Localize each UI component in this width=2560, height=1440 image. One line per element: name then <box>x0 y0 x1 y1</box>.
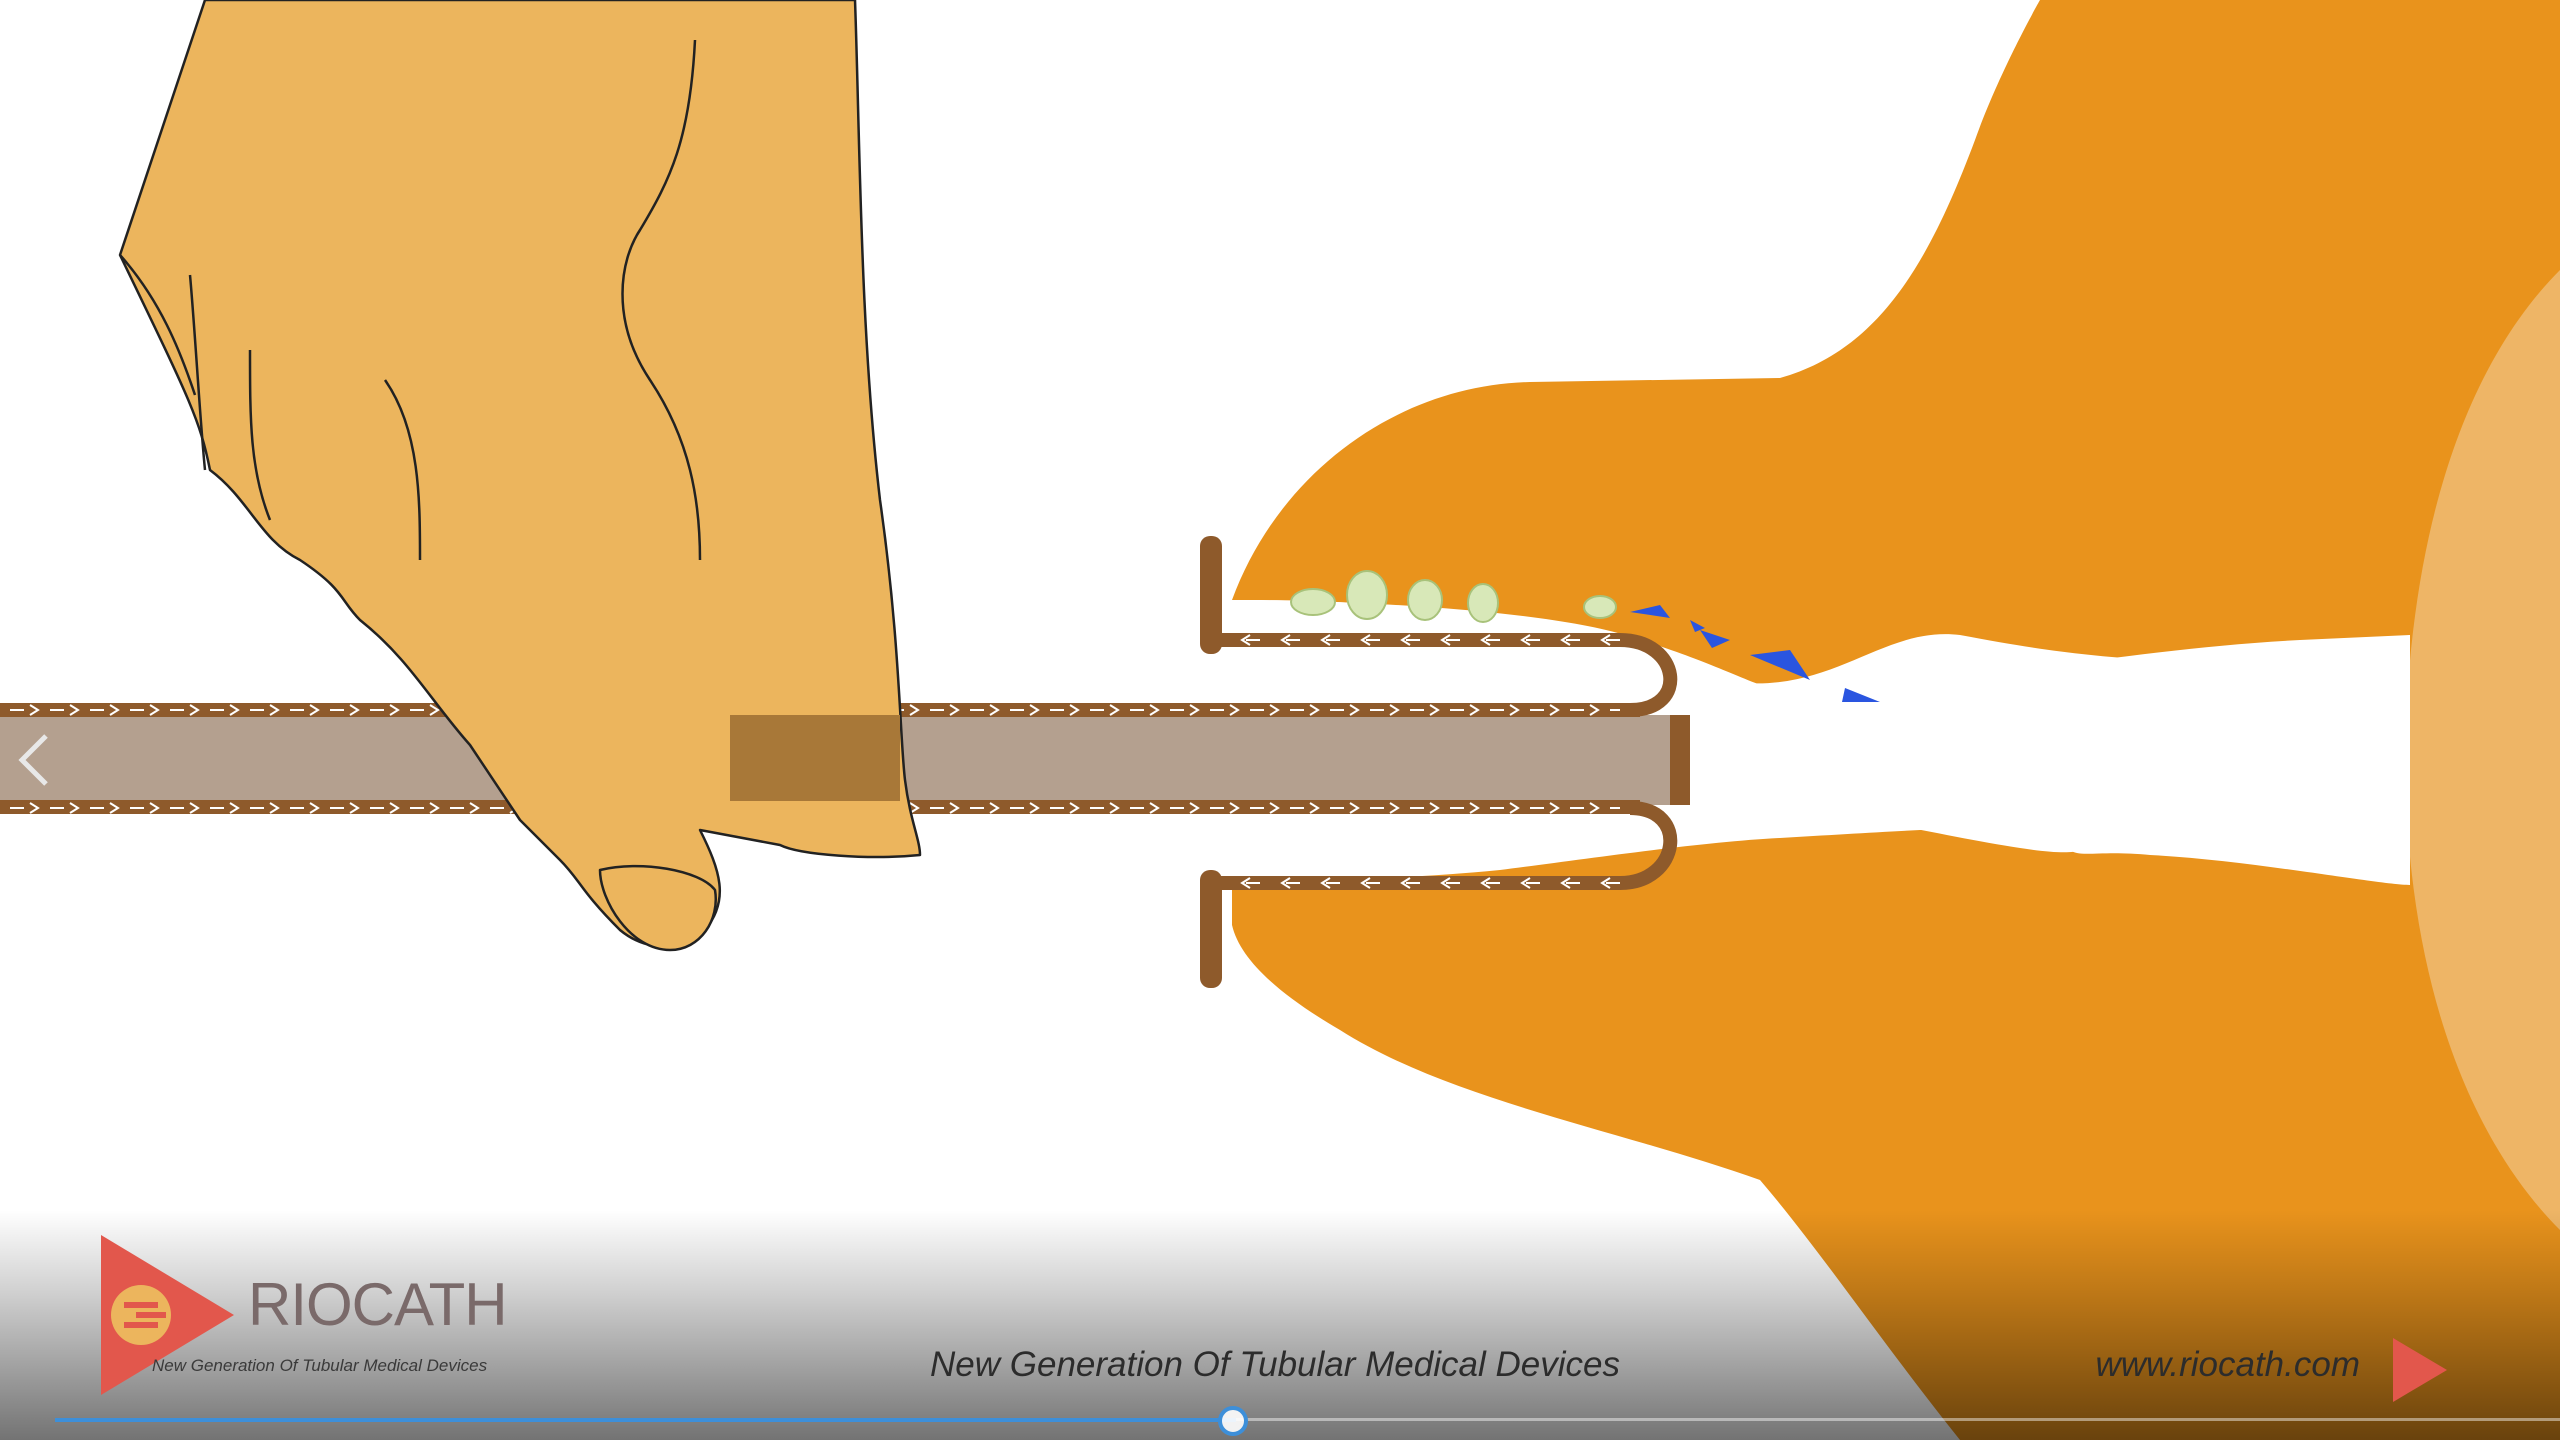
tissue-upper <box>1232 0 2560 1440</box>
chevron-left-icon <box>18 734 48 786</box>
brand-name: RIOCATH <box>248 1271 508 1338</box>
progress-track <box>55 1418 2560 1421</box>
progress-bar[interactable] <box>55 1406 2560 1436</box>
brand-logo: RIOCATH New Generation Of Tubular Medica… <box>96 1230 516 1400</box>
green-cells <box>1290 570 1617 623</box>
website-link[interactable]: www.riocath.com <box>2095 1345 2360 1384</box>
prev-slide-button[interactable] <box>8 730 58 790</box>
hand <box>118 0 922 952</box>
riocath-logo-icon <box>101 1235 234 1395</box>
blue-particles <box>1630 605 1880 702</box>
progress-handle[interactable] <box>1218 1406 1249 1436</box>
play-triangle-icon <box>2393 1338 2447 1402</box>
progress-fill <box>55 1418 1237 1422</box>
bottom-overlay <box>0 1210 2560 1440</box>
next-slide-button[interactable] <box>2385 1330 2455 1410</box>
brand-tagline: New Generation Of Tubular Medical Device… <box>152 1356 488 1375</box>
slide-caption: New Generation Of Tubular Medical Device… <box>930 1345 1620 1384</box>
tissue-bulb <box>2405 270 2560 1230</box>
